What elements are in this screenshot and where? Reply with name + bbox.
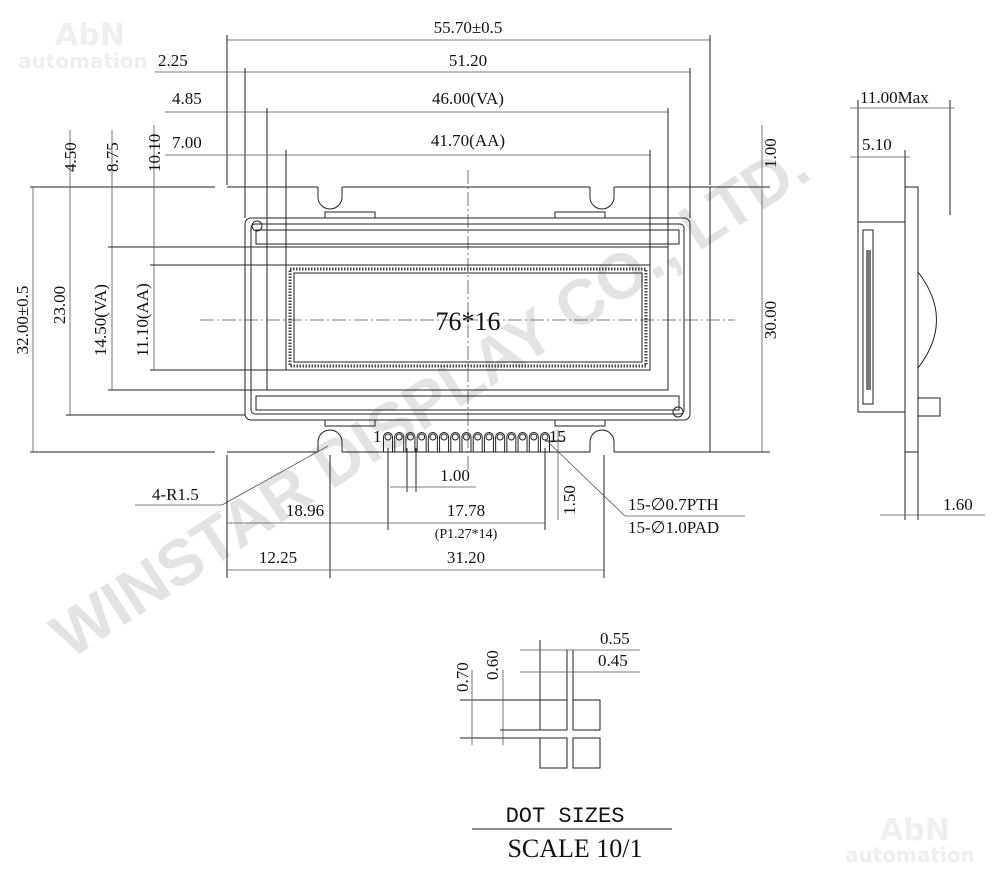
svg-text:17.78: 17.78 [447,501,485,520]
front-view: 55.70±0.5 51.20 2.25 46.00(VA) 4.85 41.7… [13,18,780,578]
side-view: 11.00Max 5.10 1.60 [850,88,985,520]
pin-hole [541,433,549,441]
svg-text:11.00Max: 11.00Max [860,88,929,107]
svg-text:(P1.27*14): (P1.27*14) [435,527,498,542]
pin-hole [463,433,470,441]
svg-text:15-∅1.0PAD: 15-∅1.0PAD [628,518,719,537]
winstar-watermark: WINSTAR DISPLAY CO., LTD. [38,129,821,672]
svg-text:0.70: 0.70 [453,662,472,692]
pin-hole [418,433,426,441]
svg-text:0.60: 0.60 [483,650,502,680]
pin-pad [405,432,416,452]
pin-hole [395,433,403,441]
svg-text:12.25: 12.25 [259,548,297,567]
svg-text:AbN: AbN [55,18,125,53]
pin-pad [383,432,393,452]
svg-text:55.70±0.5: 55.70±0.5 [434,18,503,37]
svg-text:15-∅0.7PTH: 15-∅0.7PTH [628,495,719,514]
pin-pad [528,432,539,452]
svg-text:automation: automation [845,843,975,867]
dim-va-width: 46.00(VA) 4.85 [165,89,669,247]
pin-hole [519,433,527,441]
pin-hole [530,433,538,441]
pin-pad [506,432,517,452]
svg-text:41.70(AA): 41.70(AA) [431,131,505,150]
lcd-module: 76*16 [244,211,691,427]
svg-text:1: 1 [373,427,382,446]
pin-hole [507,433,515,441]
svg-text:7.00: 7.00 [172,133,202,152]
svg-text:46.00(VA): 46.00(VA) [432,89,504,108]
pin-hole [406,433,414,441]
dim-pcb-width: 51.20 2.25 [155,51,691,218]
svg-text:31.20: 31.20 [447,548,485,567]
pin-hole [496,433,504,441]
svg-text:23.00: 23.00 [50,286,69,324]
svg-text:2.25: 2.25 [158,51,188,70]
pin-hole [451,433,459,441]
abn-logo-top: AbN automation [18,18,148,73]
svg-text:14.50(VA): 14.50(VA) [91,284,110,356]
svg-text:10.10: 10.10 [145,134,164,172]
svg-text:1.00: 1.00 [761,138,780,168]
svg-text:automation: automation [18,49,148,73]
pin-pad [439,432,450,452]
pin-pad [517,432,528,452]
svg-text:8.75: 8.75 [103,142,122,172]
pin-hole [474,433,482,441]
svg-text:1.60: 1.60 [943,495,973,514]
pin-pad [450,432,461,452]
svg-text:5.10: 5.10 [862,135,892,154]
pin-pad [461,432,472,452]
pin-pad [483,432,494,452]
dim-aa-width: 41.70(AA) 7.00 [165,131,651,265]
pin-header [383,432,550,452]
svg-text:DOT SIZES: DOT SIZES [506,804,625,829]
svg-text:4-R1.5: 4-R1.5 [152,485,199,504]
pin-hole [429,433,437,441]
svg-text:4.85: 4.85 [172,89,202,108]
pin-pad [495,432,506,452]
svg-text:18.96: 18.96 [286,501,324,520]
svg-text:0.45: 0.45 [598,651,628,670]
resolution-label: 76*16 [436,307,501,336]
svg-text:11.10(AA): 11.10(AA) [133,283,152,357]
svg-text:4.50: 4.50 [61,142,80,172]
pin-pad [416,432,427,452]
dim-overall-width: 55.70±0.5 [226,18,711,185]
svg-text:32.00±0.5: 32.00±0.5 [13,286,32,355]
svg-text:1.00: 1.00 [440,466,470,485]
pin-pad [394,432,405,452]
pin-hole [384,433,392,441]
svg-text:30.00: 30.00 [761,301,780,339]
pin-pad [540,432,550,452]
svg-text:1.50: 1.50 [560,485,579,515]
abn-logo-bottom: AbN automation [845,813,975,867]
pin-hole [485,433,493,441]
svg-text:SCALE 10/1: SCALE 10/1 [507,834,642,863]
svg-text:AbN: AbN [880,813,950,848]
pin-pad [472,432,483,452]
dot-size-detail: 0.55 0.45 0.70 0.60 DOT SIZES SCALE 10/1 [453,629,672,863]
pin-hole [440,433,448,441]
svg-text:51.20: 51.20 [449,51,487,70]
svg-text:0.55: 0.55 [600,629,630,648]
svg-text:15: 15 [549,427,566,446]
pin-pad [427,432,438,452]
